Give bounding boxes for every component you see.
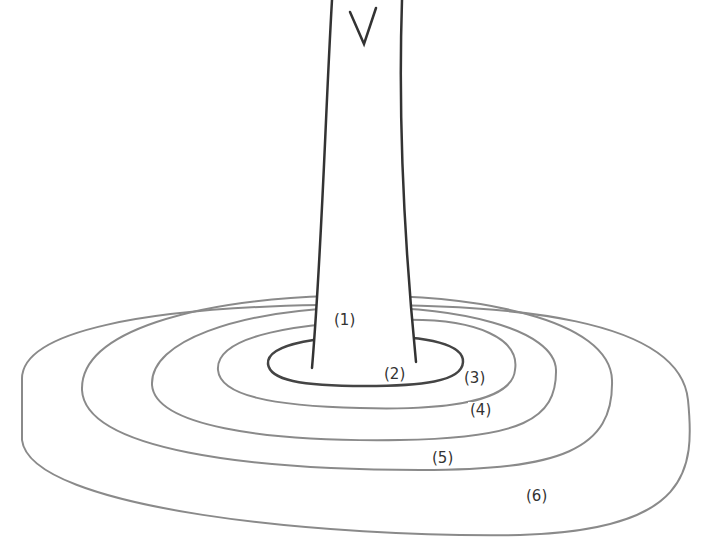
- branch-fork: [350, 8, 376, 44]
- ring-4: [152, 308, 556, 441]
- trunk: [312, 0, 416, 368]
- trunk-left-edge: [312, 0, 332, 368]
- callout-number: (3): [462, 370, 487, 387]
- callout-number: (2): [382, 366, 407, 383]
- callout-number: (1): [332, 312, 357, 329]
- ring-5: [82, 296, 612, 470]
- callout-number: (4): [468, 402, 493, 419]
- trunk-right-edge: [401, 0, 416, 362]
- callout-number: (5): [430, 450, 455, 467]
- callout-number: (6): [524, 488, 549, 505]
- trunk-fill: [312, 0, 416, 370]
